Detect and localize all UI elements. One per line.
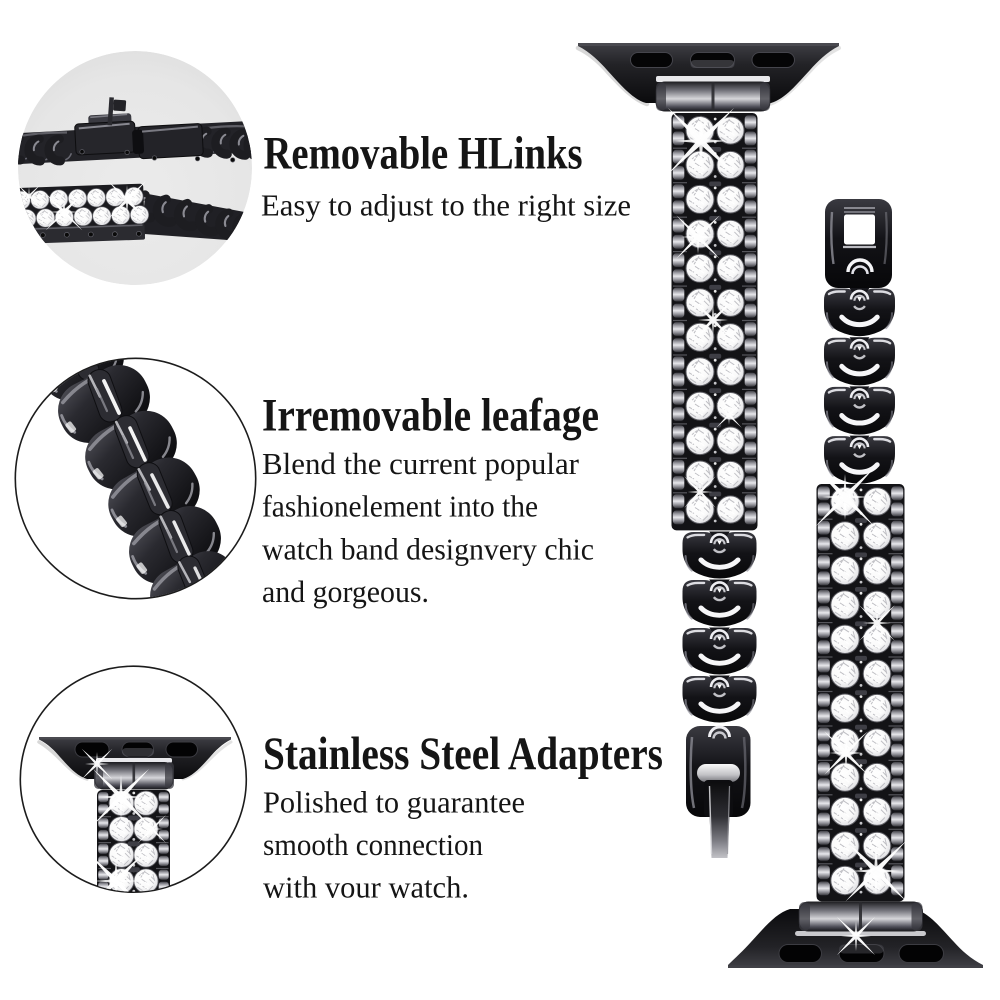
svg-text:Blend the current popular: Blend the current popular (262, 446, 580, 481)
svg-text:Polished to guarantee: Polished to guarantee (263, 785, 525, 820)
svg-text:and gorgeous.: and gorgeous. (262, 574, 429, 609)
svg-text:with vour watch.: with vour watch. (263, 870, 469, 905)
svg-text:Easy to adjust to the right si: Easy to adjust to the right size (261, 188, 631, 223)
svg-text:Irremovable leafage: Irremovable leafage (262, 390, 599, 442)
svg-text:smooth connection: smooth connection (263, 827, 483, 862)
svg-text:Removable HLinks: Removable HLinks (264, 128, 583, 180)
svg-text:Stainless Steel Adapters: Stainless Steel Adapters (263, 728, 663, 780)
svg-text:fashionelement into the: fashionelement into the (262, 489, 538, 524)
svg-text:watch band designvery chic: watch band designvery chic (262, 532, 594, 567)
